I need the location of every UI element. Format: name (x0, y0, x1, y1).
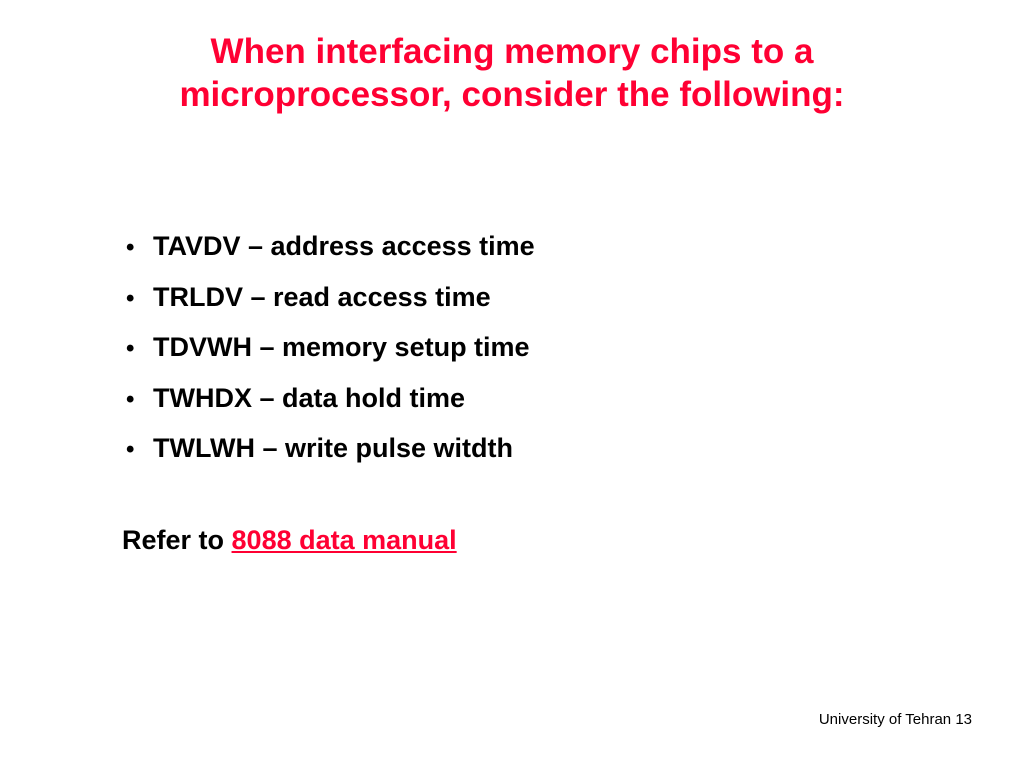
bullet-item-twlwh: • TWLWH – write pulse witdth (126, 424, 535, 475)
refer-prefix: Refer to (122, 525, 225, 555)
slide-footer: University of Tehran 13 (819, 711, 972, 729)
slide-title-line-1: When interfacing memory chips to a (210, 32, 814, 71)
bullet-dot-icon: • (126, 284, 135, 312)
bullet-text: TWHDX – data hold time (153, 382, 466, 413)
bullet-dot-icon: • (126, 234, 135, 261)
page-number: 13 (955, 711, 972, 728)
footer-institution: University of Tehran (818, 711, 952, 728)
bullet-item-tavdv: • TAVDV – address access time (126, 222, 535, 273)
refer-line: Refer to 8088 data manual (122, 516, 457, 564)
bullet-text: TDVWH – memory setup time (153, 332, 530, 362)
bullet-item-tdvwh: • TDVWH – memory setup time (126, 323, 535, 374)
bullet-dot-icon: • (126, 436, 135, 463)
bullet-text: TWLWH – write pulse witdth (153, 433, 513, 463)
bullet-list: • TAVDV – address access time • TRLDV – … (126, 222, 535, 475)
bullet-item-trldv: • TRLDV – read access time (126, 273, 535, 324)
slide-title-line-2: microprocessor, consider the following: (179, 75, 845, 114)
bullet-text: TAVDV – address access time (153, 231, 535, 261)
bullet-dot-icon: • (126, 385, 135, 413)
bullet-dot-icon: • (126, 335, 135, 362)
data-manual-link[interactable]: 8088 data manual (231, 525, 457, 555)
bullet-item-twhdx: • TWHDX – data hold time (126, 374, 535, 425)
bullet-text: TRLDV – read access time (153, 281, 491, 312)
slide-title: When interfacing memory chips to a micro… (60, 30, 964, 116)
